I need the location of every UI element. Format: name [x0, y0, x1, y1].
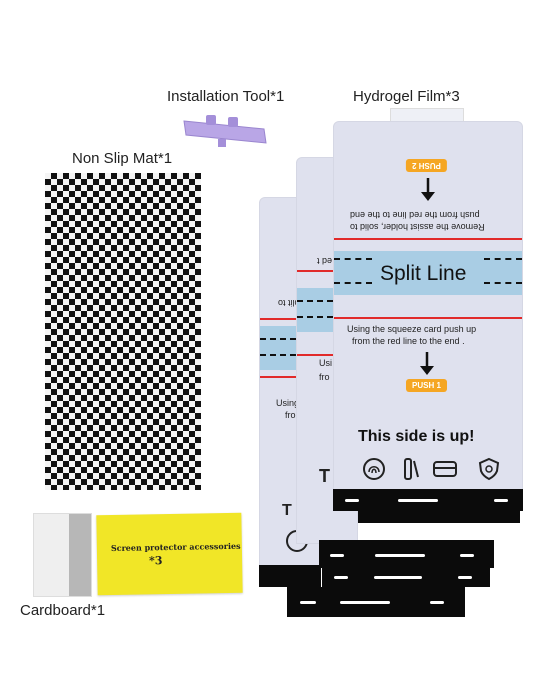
accessories-pouch: Screen protector accessories *3	[96, 512, 243, 596]
top-instruction-line1: Remove the assist holder, solid to	[350, 222, 485, 232]
shield-icon	[478, 457, 500, 486]
bottom-instruction-line2: from the red line to the end .	[352, 336, 465, 346]
bottom-instruction-line1: Using the squeeze card push up	[347, 324, 477, 334]
non-slip-mat-label: Non Slip Mat*1	[72, 150, 173, 167]
push-1-badge: PUSH 1	[406, 379, 447, 392]
split-line-text: Split Line	[380, 262, 467, 285]
cardboard-label: Cardboard*1	[20, 602, 106, 619]
installation-tool-label: Installation Tool*1	[167, 88, 285, 105]
phone-edge-icon	[400, 457, 424, 486]
card-icon	[432, 457, 458, 486]
non-slip-mat	[45, 173, 201, 490]
pouch-text-line1: Screen protector accessories	[110, 540, 241, 554]
push-2-badge: PUSH 2	[406, 159, 447, 172]
top-instruction-line2: push from the red line to the end	[350, 210, 480, 220]
this-side-up-text: This side is up!	[358, 428, 475, 445]
pouch-text-line2: *3	[149, 554, 163, 568]
hydrogel-film-label: Hydrogel Film*3	[353, 88, 460, 105]
cardboard	[33, 513, 92, 597]
fingerprint-icon	[362, 457, 386, 486]
installation-tool	[180, 113, 270, 148]
